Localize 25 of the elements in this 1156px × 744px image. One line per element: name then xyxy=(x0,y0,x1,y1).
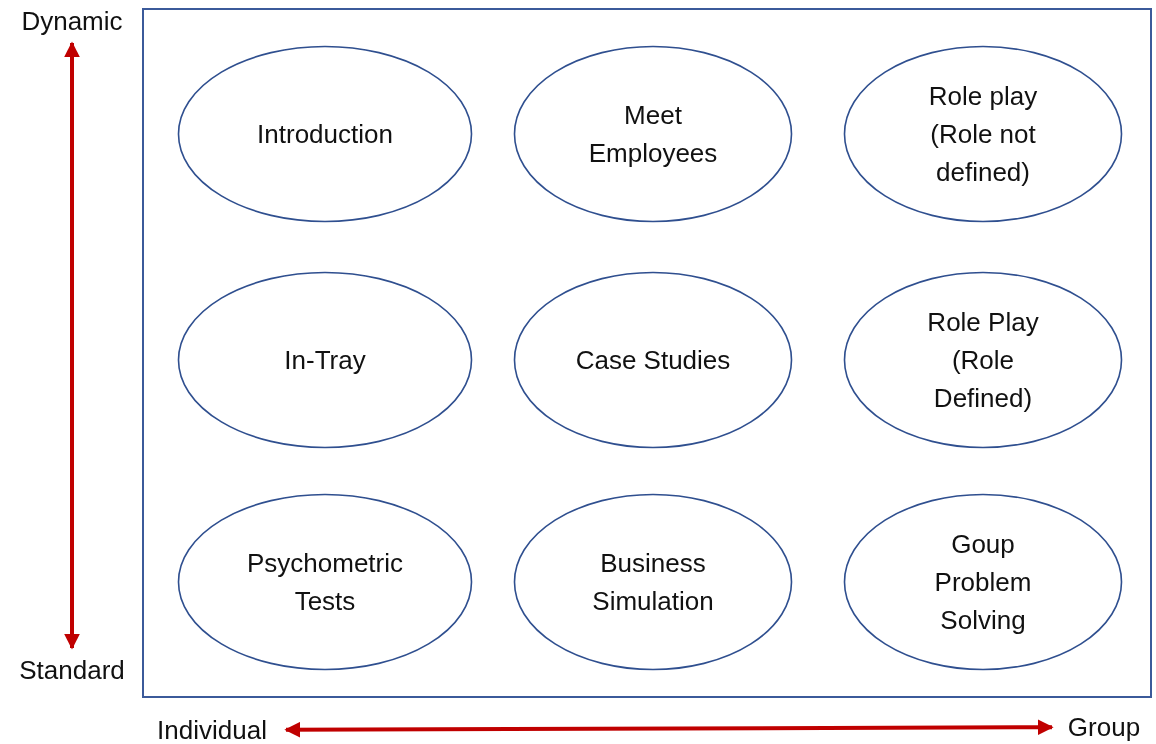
ellipse xyxy=(513,45,793,223)
ellipse xyxy=(177,271,473,449)
ellipse xyxy=(843,271,1123,449)
double-arrow xyxy=(64,41,80,650)
node-label: Psychometric Tests xyxy=(245,547,404,618)
node-label: In-Tray xyxy=(283,344,367,377)
node-label: Role Play (Role Defined) xyxy=(926,306,1040,415)
axis-label: Individual xyxy=(142,712,282,744)
ellipse xyxy=(177,45,473,223)
frame-box xyxy=(142,8,1152,698)
node-label: Role play (Role not defined) xyxy=(927,80,1039,189)
double-arrow xyxy=(284,719,1054,738)
axis-label: Group xyxy=(1056,709,1152,744)
ellipse xyxy=(513,271,793,449)
ellipse xyxy=(513,493,793,671)
node-label: Business Simulation xyxy=(591,547,715,618)
ellipse xyxy=(177,493,473,671)
node-label: Case Studies xyxy=(574,344,732,377)
ellipse xyxy=(843,493,1123,671)
node-label: Meet Employees xyxy=(587,99,719,170)
node-label: Introduction xyxy=(256,118,394,151)
node-label: Goup Problem Solving xyxy=(933,528,1033,637)
axis-label: Standard xyxy=(8,652,136,688)
ellipse xyxy=(843,45,1123,223)
axis-label: Dynamic xyxy=(12,3,132,39)
